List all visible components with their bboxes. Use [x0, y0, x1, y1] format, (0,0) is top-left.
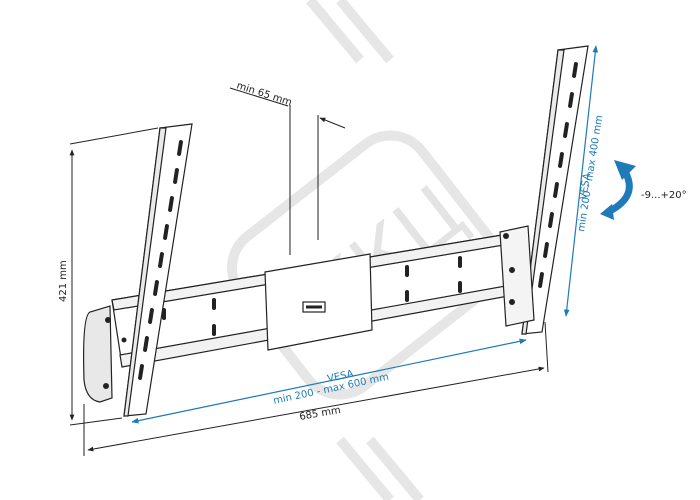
tilt-label: -9...+20° — [641, 190, 687, 201]
vesa-v-range: min 200 - max 400 mm — [576, 114, 605, 232]
vesa-h-label: VESA — [326, 369, 354, 385]
tilt-indicator: -9...+20° — [600, 160, 687, 220]
width-label: 685 mm — [299, 405, 342, 423]
depth-min-label: min 65 mm — [235, 80, 293, 108]
height-label: 421 mm — [58, 260, 69, 302]
vesa-v-label: VESA — [578, 172, 593, 200]
right-arm — [499, 45, 589, 335]
left-arm — [103, 123, 193, 417]
